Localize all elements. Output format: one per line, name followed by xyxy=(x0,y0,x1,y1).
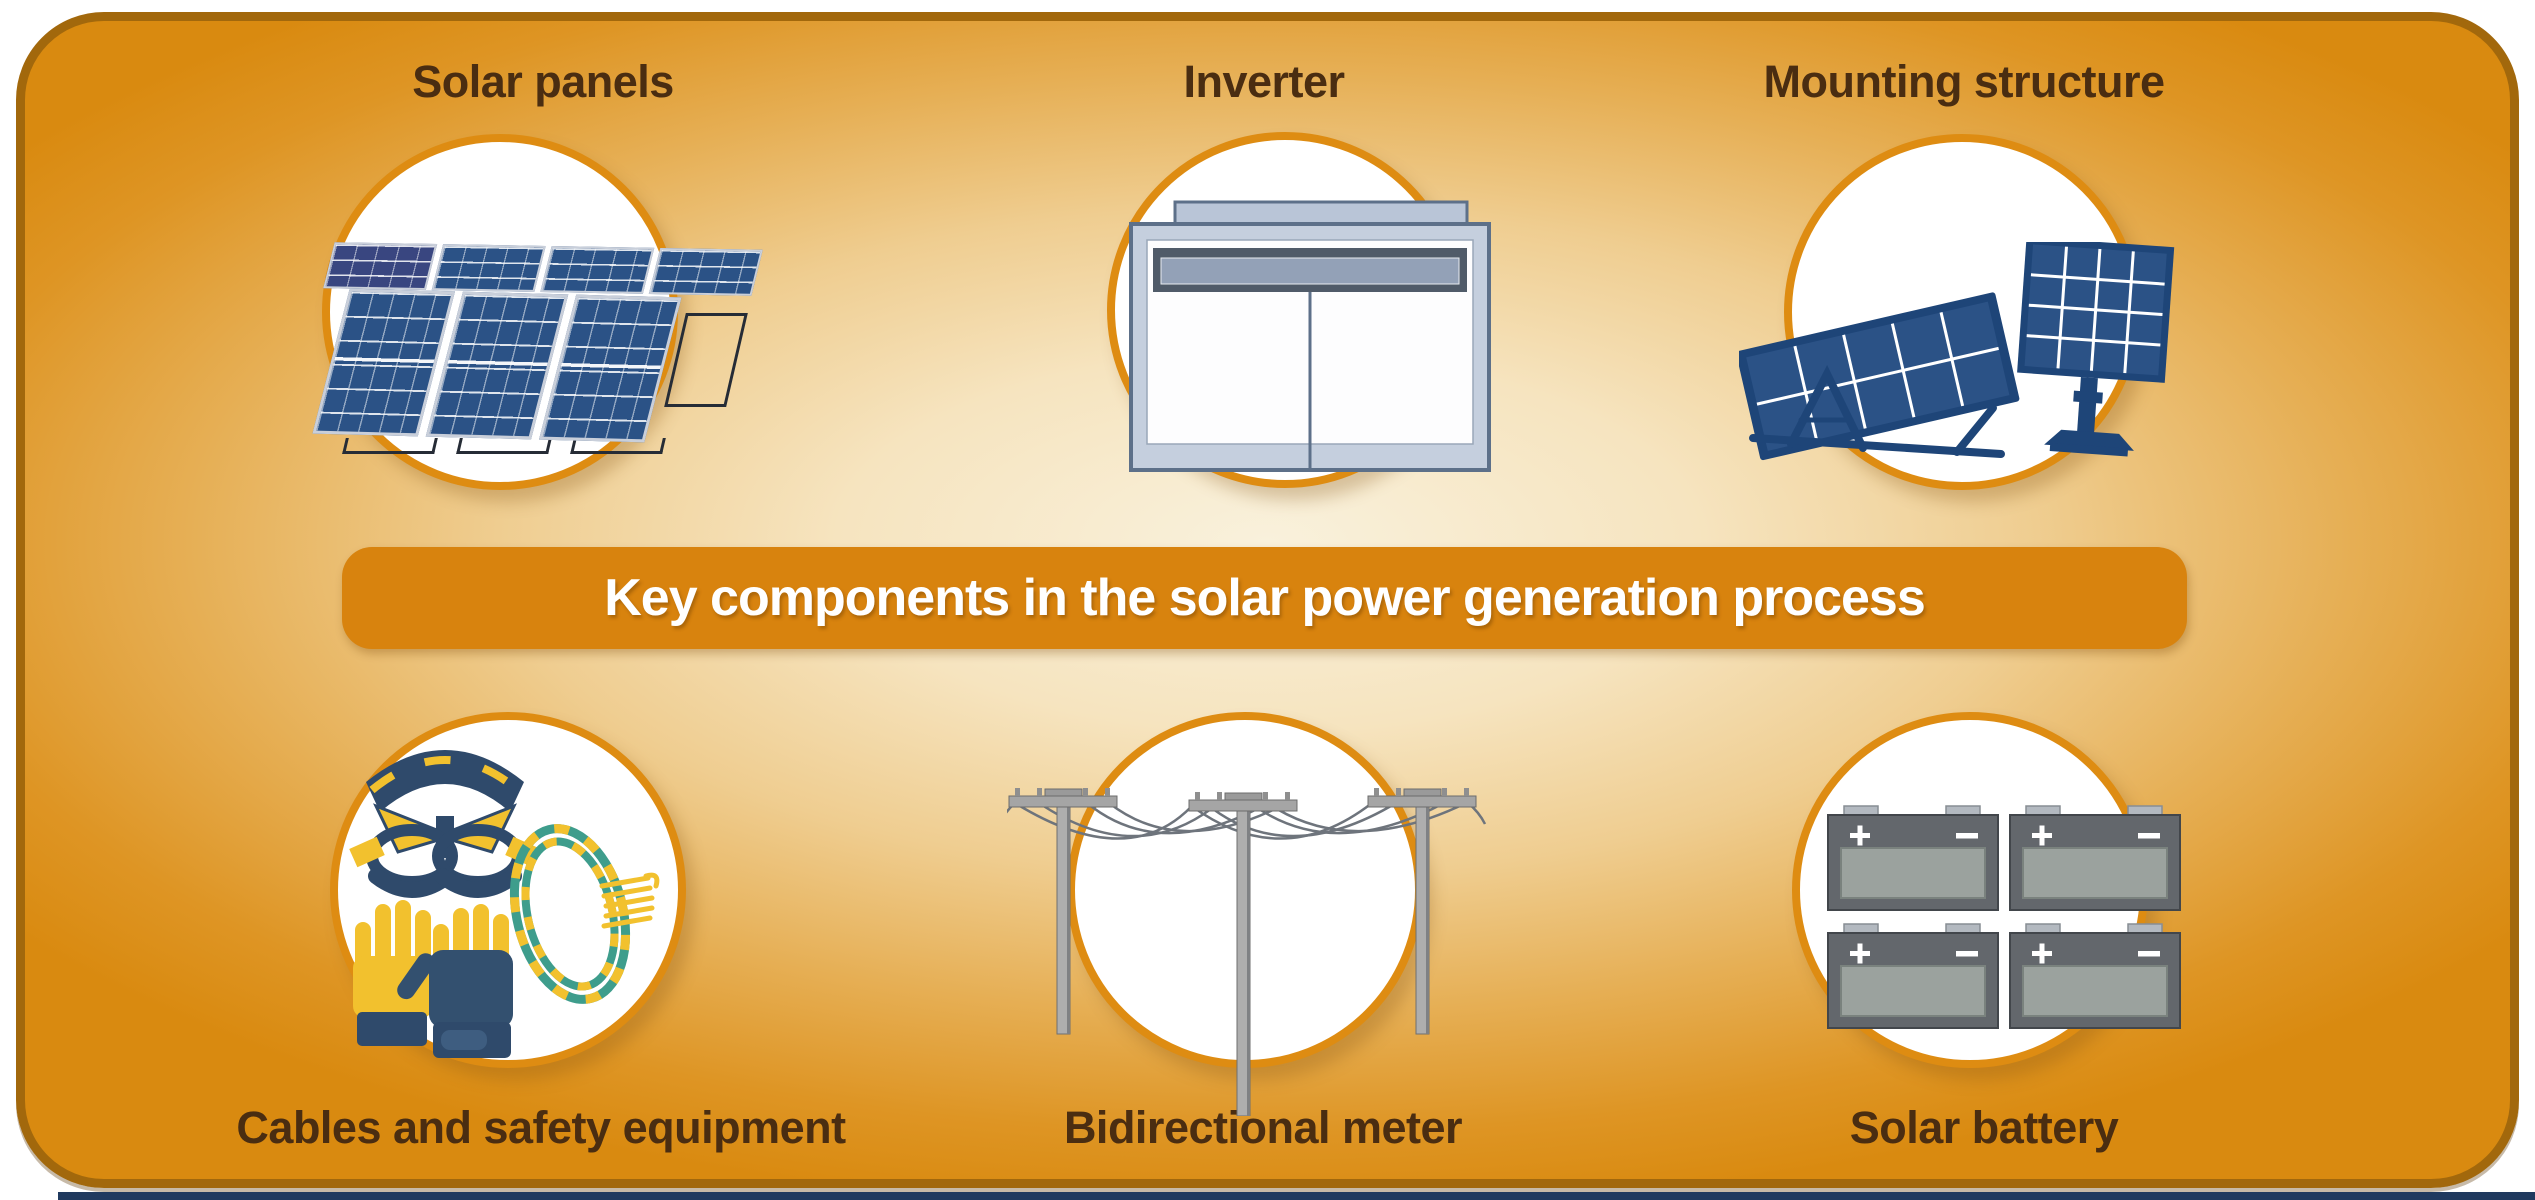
rope-coil-icon xyxy=(509,824,660,1004)
solar-panel-array-icon xyxy=(310,238,770,473)
battery-unit xyxy=(1827,923,1999,1029)
utility-pole xyxy=(1188,792,1298,1116)
battery-unit xyxy=(1827,805,1999,911)
label-cables-safety: Cables and safety equipment xyxy=(236,1102,846,1153)
panel-rack-frame xyxy=(664,313,748,407)
solar-battery-bank-icon xyxy=(1827,805,2181,1029)
component-item-bidirectional-meter xyxy=(1007,712,1487,1116)
infographic-title: Key components in the solar power genera… xyxy=(604,569,1926,627)
utility-pole xyxy=(1367,788,1477,1035)
label-solar-battery: Solar battery xyxy=(1849,1102,2119,1153)
component-item-mounting-structure xyxy=(1739,134,2175,490)
label-bidirectional-meter: Bidirectional meter xyxy=(1063,1102,1463,1153)
title-banner: Key components in the solar power genera… xyxy=(342,547,2187,649)
utility-pole xyxy=(1008,788,1118,1035)
component-item-solar-panels xyxy=(312,134,763,490)
label-solar-panels: Solar panels xyxy=(412,56,674,107)
mounting-structure-icon xyxy=(1739,242,2175,461)
safety-harness-icon xyxy=(349,750,541,898)
battery-unit xyxy=(2009,923,2181,1029)
component-item-cables-safety xyxy=(330,712,686,1068)
next-slide-edge xyxy=(58,1192,2535,1200)
label-mounting-structure: Mounting structure xyxy=(1763,56,2165,107)
utility-poles-wires-icon xyxy=(1007,788,1487,1116)
cables-safety-equipment-icon xyxy=(349,750,660,1058)
component-item-solar-battery xyxy=(1792,712,2181,1068)
work-gloves-icon xyxy=(353,900,513,1058)
inverter-icon xyxy=(1129,200,1491,472)
label-inverter: Inverter xyxy=(1183,56,1345,107)
battery-unit xyxy=(2009,805,2181,911)
component-item-inverter xyxy=(1107,132,1491,488)
